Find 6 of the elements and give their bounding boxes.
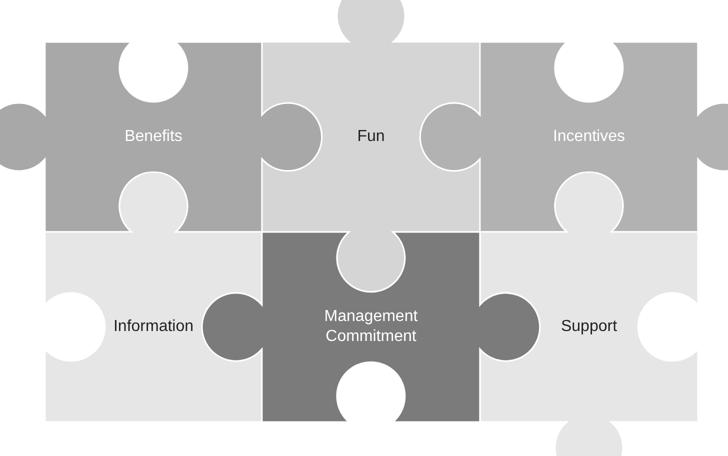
- piece-label: Management Commitment: [323, 307, 419, 347]
- piece-label: Support: [560, 316, 618, 337]
- piece-label: Incentives: [552, 127, 626, 147]
- piece-label: Fun: [356, 127, 386, 147]
- piece-label: Information: [112, 316, 195, 337]
- piece-label: Benefits: [124, 127, 184, 147]
